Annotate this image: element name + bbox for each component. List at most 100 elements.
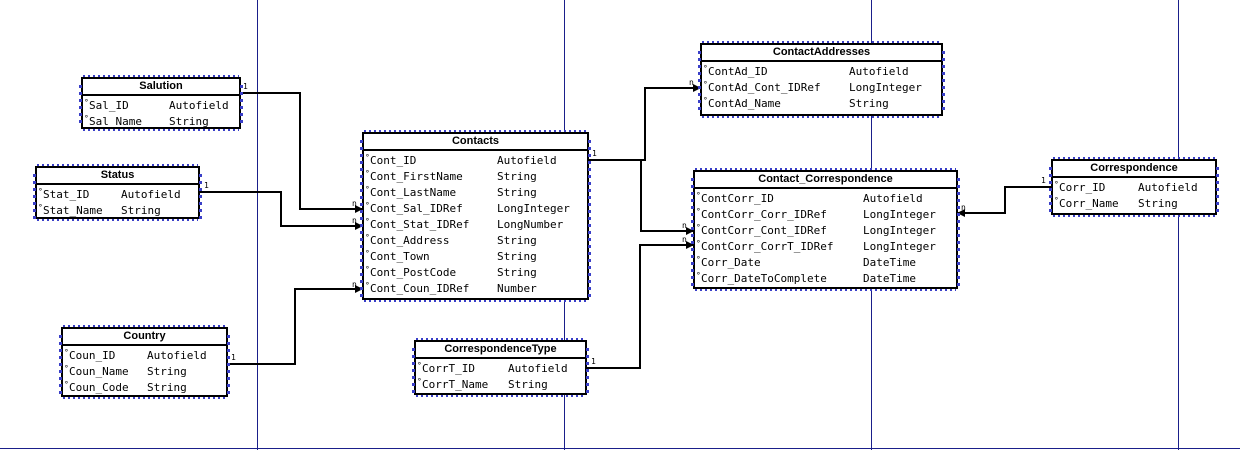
selection-handle-side xyxy=(240,92,243,95)
field-type: String xyxy=(497,266,537,279)
selection-handle-side xyxy=(588,203,591,206)
selection-handle-side xyxy=(942,93,945,96)
selection-handle-side xyxy=(957,192,960,195)
field-name: CorrT_ID xyxy=(422,362,475,375)
field-type: Autofield xyxy=(121,188,181,201)
field-type: LongInteger xyxy=(849,81,922,94)
field-marker-icon: ° xyxy=(703,80,708,89)
selection-handle-side xyxy=(79,92,82,95)
field-marker-icon: ° xyxy=(84,98,89,107)
selection-handle-side xyxy=(360,168,363,171)
selection-handle-side xyxy=(957,213,960,216)
selection-handle-bottom xyxy=(37,219,198,221)
selection-handle-side xyxy=(360,266,363,269)
selection-handle-side xyxy=(691,241,694,244)
field-marker-icon: ° xyxy=(365,281,370,290)
selection-handle-side xyxy=(1216,209,1219,212)
rel-country-contacts[interactable] xyxy=(228,285,363,365)
selection-handle-side xyxy=(79,113,82,116)
selection-handle-side xyxy=(79,85,82,88)
selection-handle-side xyxy=(1049,174,1052,177)
rel-salution-contacts[interactable] xyxy=(241,92,363,213)
field-name: ContCorr_CorrT_IDRef xyxy=(701,240,834,253)
field-name: Cont_Town xyxy=(370,250,430,263)
selection-handle-side xyxy=(588,224,591,227)
field-name: Cont_Address xyxy=(370,234,450,247)
field-type: Autofield xyxy=(169,99,229,112)
rel-status-contacts[interactable] xyxy=(200,191,363,230)
selection-handle-side xyxy=(691,227,694,230)
field-name: Corr_ID xyxy=(1059,181,1106,194)
rel-contacts-contactaddresses[interactable] xyxy=(589,84,701,161)
field-type: DateTime xyxy=(863,272,916,285)
selection-handle-side xyxy=(360,203,363,206)
selection-handle-side xyxy=(698,58,701,61)
selection-handle-side xyxy=(33,216,36,219)
rel-contacts-contactcorrespondence[interactable] xyxy=(589,159,694,235)
selection-handle-side xyxy=(691,248,694,251)
selection-handle-side xyxy=(586,362,589,365)
field-type: String xyxy=(1138,197,1178,210)
selection-handle-side xyxy=(360,252,363,255)
selection-handle-top xyxy=(63,325,226,327)
field-type: String xyxy=(508,378,548,391)
field-marker-icon: ° xyxy=(38,203,43,212)
field-name: Cont_Sal_IDRef xyxy=(370,202,463,215)
selection-handle-side xyxy=(942,58,945,61)
rel-correspondence-contactcorrespondence[interactable] xyxy=(957,186,1051,217)
selection-handle-side xyxy=(957,262,960,265)
selection-handle-side xyxy=(360,231,363,234)
selection-handle-side xyxy=(957,199,960,202)
selection-handle-side xyxy=(588,245,591,248)
selection-handle-side xyxy=(691,213,694,216)
selection-handle-side xyxy=(59,356,62,359)
field-type: String xyxy=(147,365,187,378)
selection-handle-side xyxy=(227,342,230,345)
selection-handle-top xyxy=(37,164,198,166)
selection-handle-side xyxy=(942,100,945,103)
field-name: ContAd_ID xyxy=(708,65,768,78)
cardinality-many-label: n xyxy=(689,78,694,87)
field-name: Cont_Coun_IDRef xyxy=(370,282,470,295)
rel-correspondencetype-contactcorrespondence[interactable] xyxy=(587,241,694,369)
selection-handle-side xyxy=(957,255,960,258)
field-marker-icon: ° xyxy=(365,233,370,242)
